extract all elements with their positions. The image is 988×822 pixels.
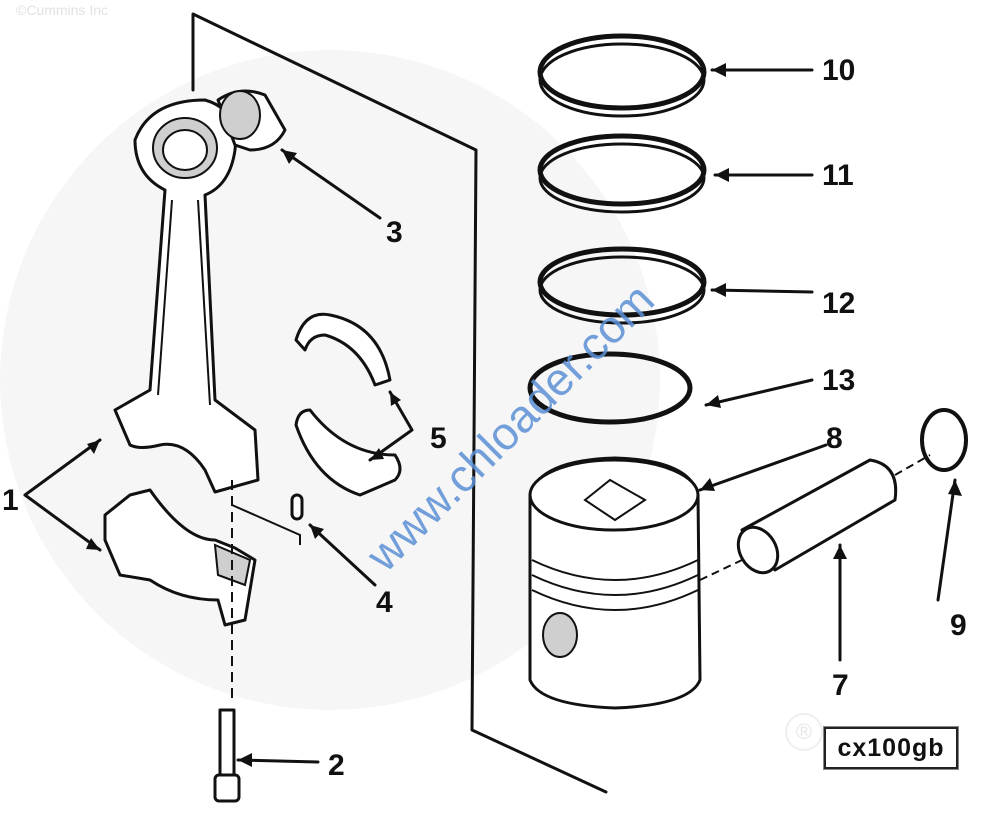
reference-plane <box>191 12 608 794</box>
callout-3: 3 <box>386 216 403 249</box>
callout-7: 7 <box>832 669 849 702</box>
lower-bearing-shell <box>294 408 402 497</box>
copyright-text: ©Cummins Inc <box>16 2 108 18</box>
leader-lines <box>23 68 957 764</box>
piston-ring-11 <box>537 133 707 214</box>
arrowheads <box>86 63 962 767</box>
dowel-ring <box>290 493 304 521</box>
callout-11: 11 <box>822 159 854 192</box>
retaining-ring <box>920 408 968 472</box>
piston-pin-bushing <box>216 89 287 152</box>
connecting-rod <box>113 98 260 494</box>
callout-13: 13 <box>822 364 855 397</box>
callout-2: 2 <box>328 749 345 782</box>
callout-1: 1 <box>2 484 19 517</box>
piston-ring-12 <box>537 246 707 325</box>
piston-pin <box>736 458 898 575</box>
callout-10: 10 <box>822 54 855 87</box>
callout-8: 8 <box>826 422 843 455</box>
registered-mark: ® <box>785 713 823 751</box>
figure-code-box: cx100gb <box>824 727 958 769</box>
callout-4: 4 <box>376 586 393 619</box>
piston-ring-10 <box>537 33 707 118</box>
callout-12: 12 <box>822 287 855 320</box>
piston <box>528 456 702 710</box>
upper-bearing-shell <box>294 312 392 387</box>
capscrew <box>213 708 241 803</box>
callout-5: 5 <box>430 422 447 455</box>
piston-ring-13 <box>527 351 693 425</box>
callout-9: 9 <box>950 609 967 642</box>
